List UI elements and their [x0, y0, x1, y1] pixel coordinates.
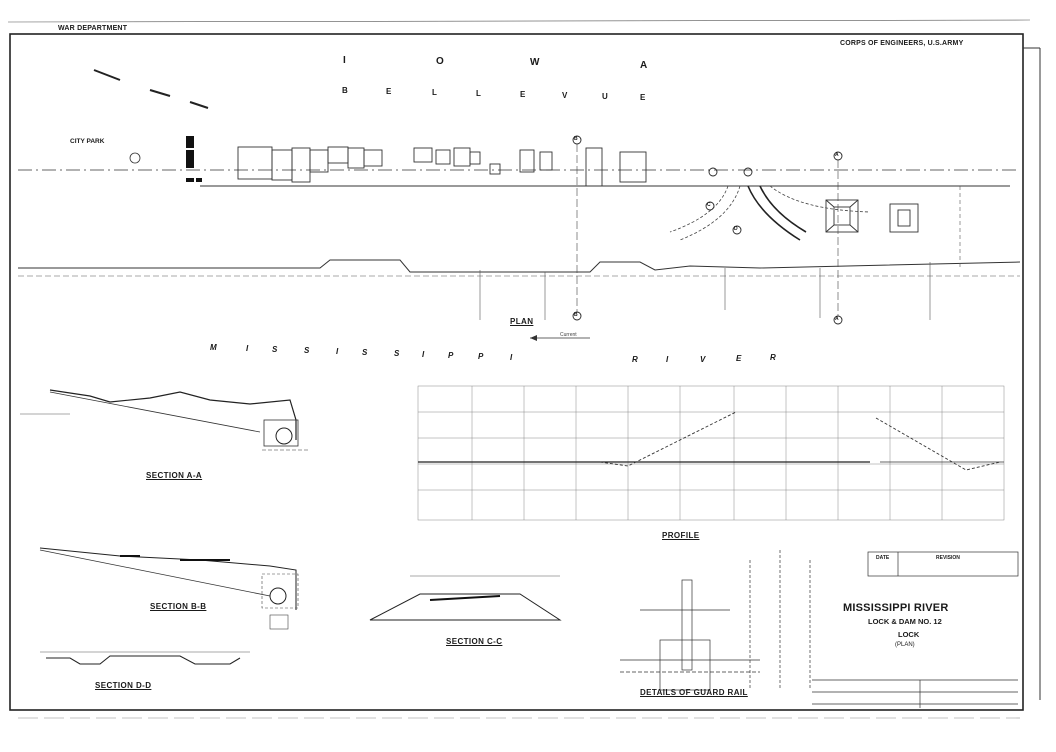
- river-letter: S: [362, 348, 368, 357]
- river-letter: M: [210, 343, 217, 352]
- river-letter: P: [448, 351, 454, 360]
- river-letter: P: [478, 352, 484, 361]
- town-letter: E: [520, 90, 526, 99]
- section-marker-a: A: [835, 152, 839, 158]
- header-right: CORPS OF ENGINEERS, U.S.ARMY: [840, 40, 964, 47]
- river-letter: I: [422, 350, 425, 359]
- section-marker-d: D: [734, 226, 738, 232]
- plan-title: PLAN: [510, 317, 534, 326]
- section-marker-a-south: A: [835, 316, 839, 322]
- section-marker-c: C: [707, 202, 711, 208]
- state-letter: O: [436, 56, 444, 67]
- town-letter: U: [602, 92, 608, 101]
- river-letter: R: [632, 355, 638, 364]
- city-park-label: CITY PARK: [70, 138, 105, 145]
- section-cc-title: SECTION C-C: [446, 637, 503, 646]
- section-bb-title: SECTION B-B: [150, 602, 207, 611]
- river-letter: S: [272, 345, 278, 354]
- river-letter: I: [336, 347, 339, 356]
- date-label: DATE: [876, 555, 890, 561]
- section-marker-b: B: [574, 136, 578, 142]
- river-letter: I: [666, 355, 669, 364]
- town-letter: L: [432, 88, 437, 97]
- river-letter: V: [700, 355, 706, 364]
- river-letter: R: [770, 353, 776, 362]
- town-letter: E: [386, 87, 392, 96]
- sheet-title: (PLAN): [895, 642, 915, 648]
- town-letter: B: [342, 86, 348, 95]
- project-title: MISSISSIPPI RIVER: [843, 602, 949, 614]
- state-letter: W: [530, 57, 540, 68]
- section-dd-title: SECTION D-D: [95, 681, 152, 690]
- river-letter: E: [736, 354, 742, 363]
- lock-title: LOCK: [898, 630, 920, 639]
- town-letter: L: [476, 89, 481, 98]
- section-marker-b-south: B: [574, 312, 578, 318]
- river-letter: S: [394, 349, 400, 358]
- section-aa-title: SECTION A-A: [146, 471, 203, 480]
- town-letter: V: [562, 91, 568, 100]
- river-letter: S: [304, 346, 310, 355]
- revision-label: REVISION: [936, 555, 960, 561]
- river-letter: I: [246, 344, 249, 353]
- header-left: WAR DEPARTMENT: [58, 25, 128, 32]
- river-letter: I: [510, 353, 513, 362]
- town-letter: E: [640, 93, 646, 102]
- current-label: Current: [560, 332, 577, 338]
- lock-dam-title: LOCK & DAM NO. 12: [868, 617, 942, 626]
- state-letter: A: [640, 60, 648, 71]
- state-letter: I: [343, 55, 346, 66]
- profile-title: PROFILE: [662, 531, 700, 540]
- guard-rail-title: DETAILS OF GUARD RAIL: [640, 688, 748, 697]
